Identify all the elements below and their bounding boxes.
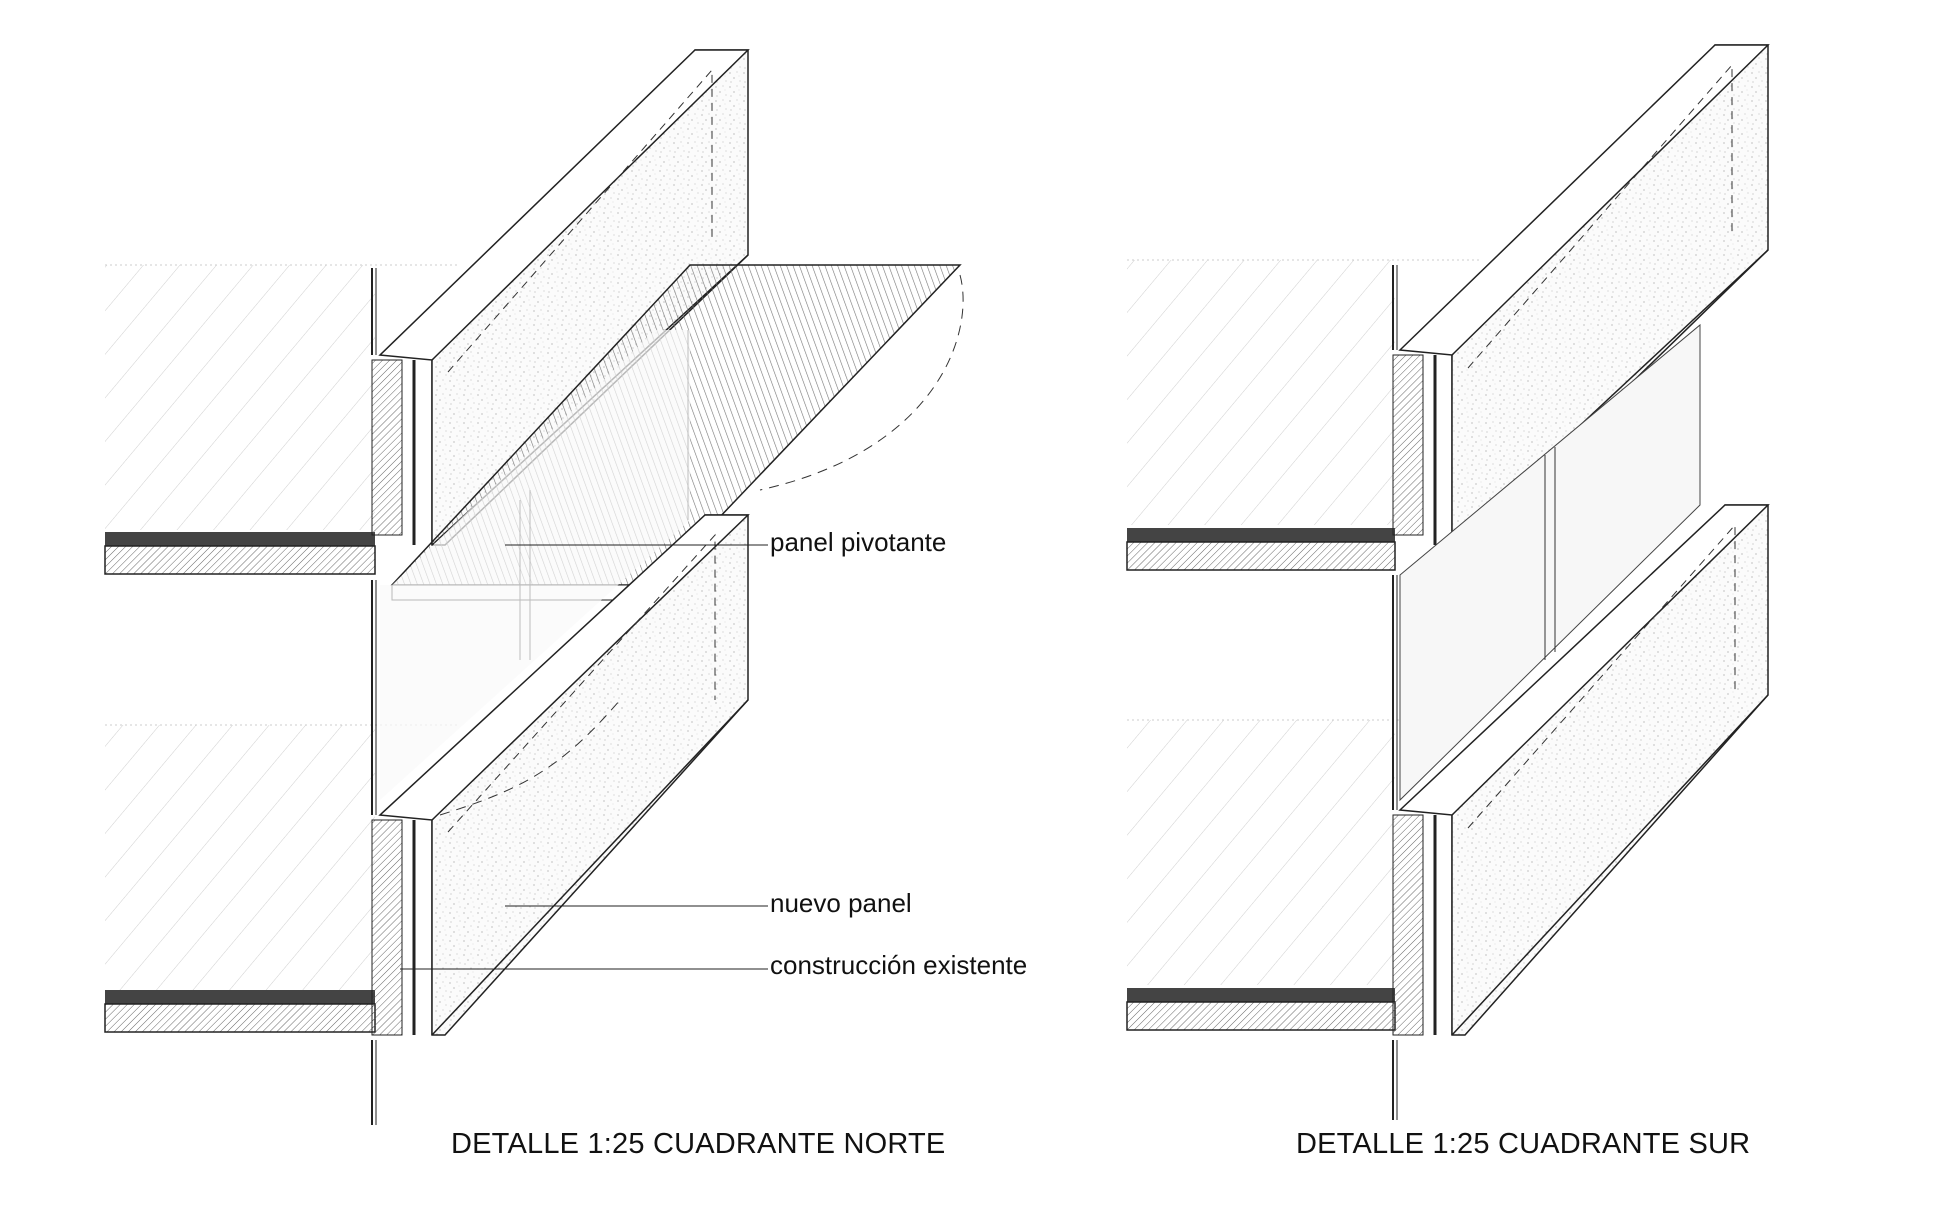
callout-new-panel: nuevo panel: [770, 888, 912, 918]
detail-south-title: DETALLE 1:25 CUADRANTE SUR: [1296, 1128, 1751, 1160]
callout-pivot-panel: panel pivotante: [770, 527, 947, 557]
detail-south-drawing: [1126, 44, 1770, 1120]
callout-existing-construction: construcción existente: [770, 950, 1028, 980]
detail-north-title: DETALLE 1:25 CUADRANTE NORTE: [451, 1128, 946, 1160]
detail-north-drawing: [104, 49, 964, 1125]
